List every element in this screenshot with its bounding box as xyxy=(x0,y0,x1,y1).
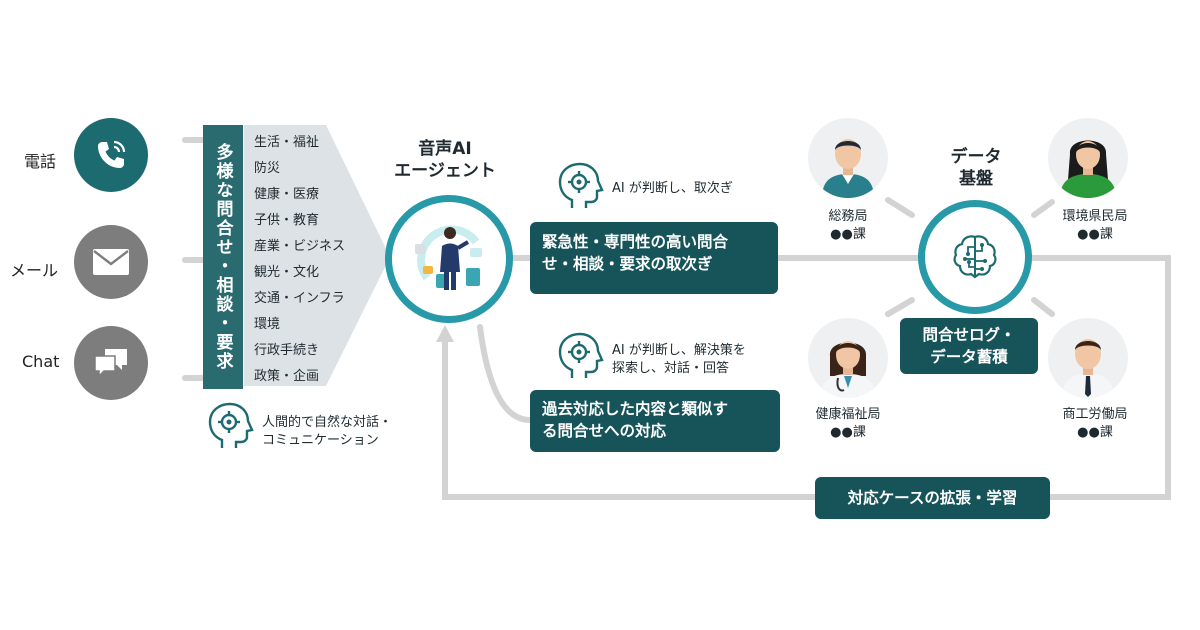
forward-box: 緊急性・専門性の高い問合 せ・相談・要求の取次ぎ xyxy=(530,222,778,294)
chat-icon xyxy=(74,326,148,400)
topic-item: 産業・ビジネス xyxy=(254,239,346,254)
channel-label-phone: 電話 xyxy=(24,152,57,171)
topic-item: 環境 xyxy=(254,317,281,332)
log-box: 問合せログ・ データ蓄積 xyxy=(900,318,1038,374)
learn-box: 対応ケースの拡張・学習 xyxy=(815,477,1050,519)
topic-list: 生活・福祉 防災 健康・医療 子供・教育 産業・ビジネス 観光・文化 交通・イン… xyxy=(254,130,345,390)
topic-item: 子供・教育 xyxy=(254,213,320,228)
head-gear-icon xyxy=(558,162,604,208)
man-avatar-icon xyxy=(808,118,888,198)
dept-name: 商工労働局 xyxy=(1062,407,1128,422)
head-gear-icon xyxy=(208,402,254,448)
agent-title: 音声AI エージェント xyxy=(394,139,496,181)
mail-icon xyxy=(74,225,148,299)
channel-label-mail: メール xyxy=(10,261,59,280)
dept-name: 環境県民局 xyxy=(1062,209,1128,224)
topic-item: 観光・文化 xyxy=(254,265,320,280)
phone-icon xyxy=(74,118,148,192)
topics-funnel xyxy=(244,125,390,386)
agent-avatar xyxy=(385,195,513,323)
businessman-avatar-icon xyxy=(1048,318,1128,398)
topic-item: 防災 xyxy=(254,161,281,176)
forward-note: AI が判断し、取次ぎ xyxy=(612,181,733,196)
data-platform-title: データ 基盤 xyxy=(950,147,1002,189)
solve-note: AI が判断し、解決策を 探索し、対話・回答 xyxy=(612,343,746,376)
dept-section: ●●課 xyxy=(830,227,866,242)
dept-name: 総務局 xyxy=(828,209,868,224)
topic-item: 交通・インフラ xyxy=(254,291,345,306)
head-gear-icon xyxy=(558,332,604,378)
brain-icon xyxy=(918,200,1032,314)
doctor-avatar-icon xyxy=(808,318,888,398)
human-note-text: 人間的で自然な対話・ コミュニケーション xyxy=(262,415,393,448)
inquiries-bar: 多様な問合せ・相談・要求 xyxy=(203,125,243,389)
topic-item: 生活・福祉 xyxy=(254,135,320,150)
dept-section: ●●課 xyxy=(1077,227,1113,242)
dept-section: ●●課 xyxy=(830,425,866,440)
solve-box: 過去対応した内容と類似す る問合せへの対応 xyxy=(530,390,780,452)
woman-avatar-icon xyxy=(1048,118,1128,198)
dept-section: ●●課 xyxy=(1077,425,1113,440)
topic-item: 政策・企画 xyxy=(254,369,320,384)
channel-label-chat: Chat xyxy=(22,352,60,371)
topic-item: 行政手続き xyxy=(254,343,320,358)
dept-name: 健康福祉局 xyxy=(815,407,881,422)
topic-item: 健康・医療 xyxy=(254,187,320,202)
